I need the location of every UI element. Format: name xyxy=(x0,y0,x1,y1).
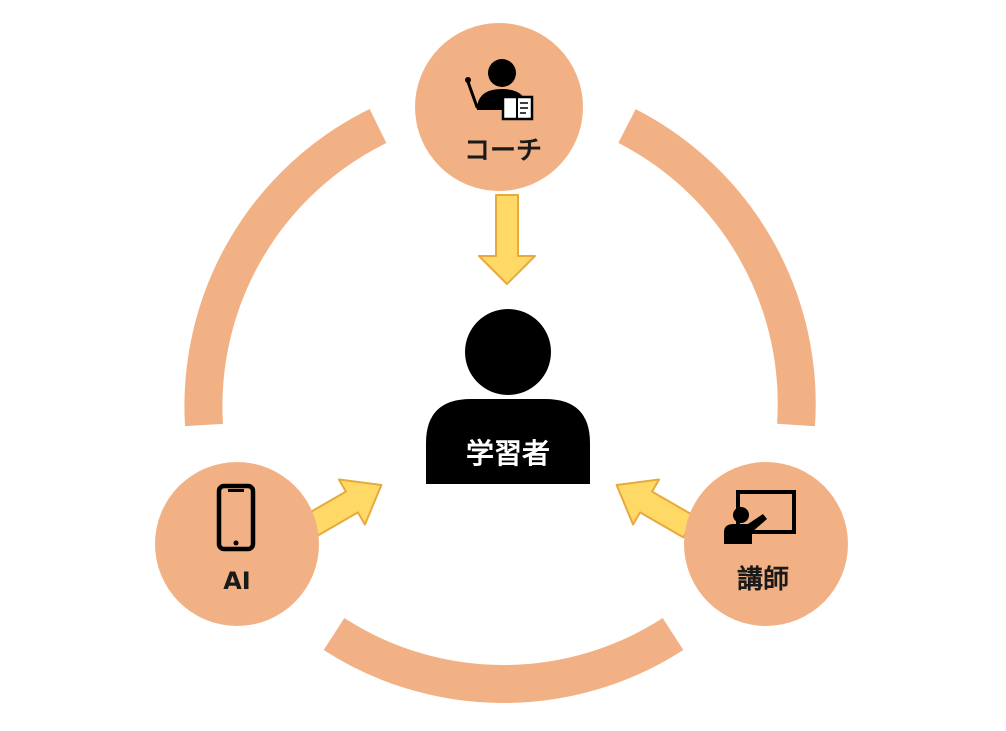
learner: 学習者 xyxy=(426,309,590,484)
node-label-instructor: 講師 xyxy=(737,564,789,595)
node-label-ai: AI xyxy=(223,567,251,595)
person-icon-head xyxy=(465,309,551,395)
node-label-coach: コーチ xyxy=(464,136,542,166)
arrow-instructor-to-learner xyxy=(615,478,697,539)
node-ai: AI xyxy=(155,462,319,626)
ring xyxy=(184,108,816,703)
node-coach: コーチ xyxy=(415,23,583,191)
smartphone-icon xyxy=(216,483,256,552)
arrow-ai-to-learner xyxy=(301,478,383,539)
node-circle xyxy=(684,462,848,626)
ring-arc-bottom xyxy=(323,618,684,703)
arrows xyxy=(301,194,697,539)
ring-arc-left xyxy=(184,108,387,427)
person-icon xyxy=(426,399,590,484)
coach-teaching-icon xyxy=(465,59,534,121)
ring-arc-right xyxy=(618,109,816,427)
presenter-board-icon xyxy=(724,490,796,544)
node-instructor: 講師 xyxy=(684,462,848,626)
arrow-coach-to-learner xyxy=(478,194,536,285)
learner-label: 学習者 xyxy=(466,437,550,470)
